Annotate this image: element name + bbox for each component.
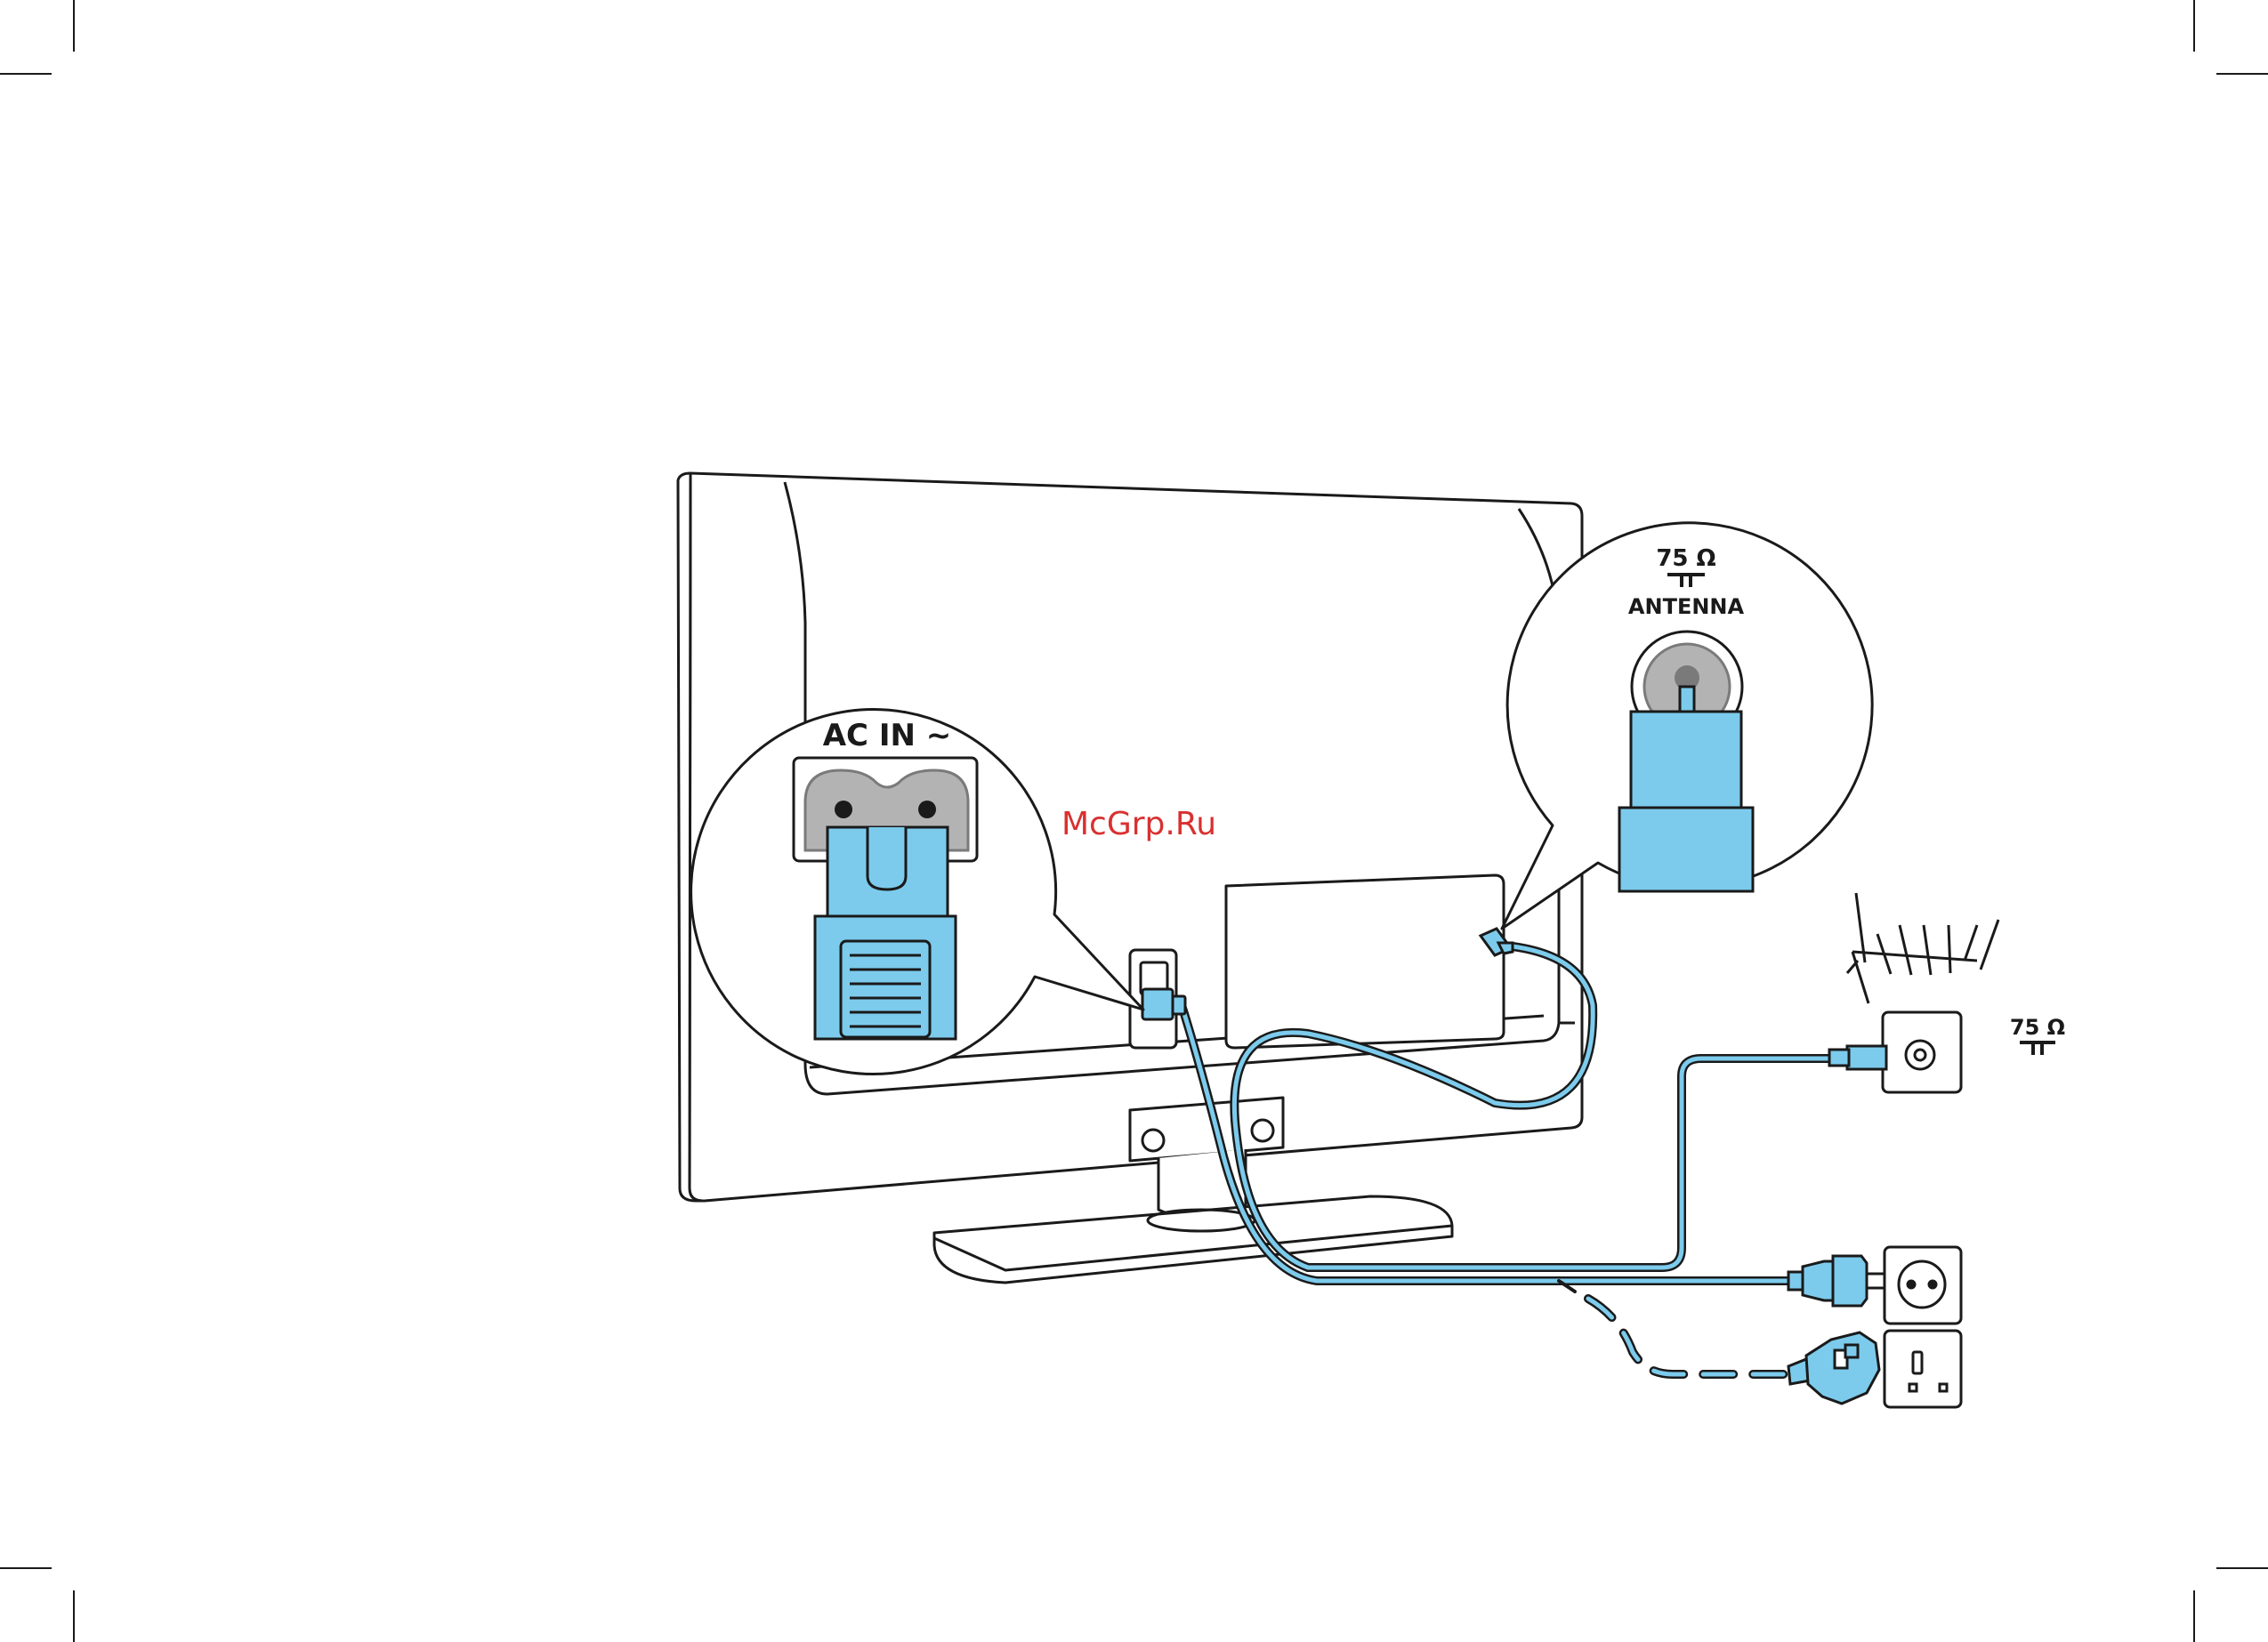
wall-antenna-socket	[1829, 1012, 1961, 1092]
watermark: McGrp.Ru	[1061, 806, 1216, 842]
coax-symbol-icon-wall	[2020, 1042, 2055, 1055]
ac-in-label: AC IN ~	[823, 718, 952, 753]
euro-plug-icon	[1788, 1256, 1885, 1306]
antenna-zoom-bubble: 75 Ω ANTENNA	[1502, 523, 1872, 929]
ac-socket-pin-left	[835, 801, 852, 818]
wall-impedance-group: 75 Ω	[2010, 1015, 2065, 1055]
tv-back-box	[1226, 875, 1504, 1048]
wall-impedance-label: 75 Ω	[2010, 1015, 2065, 1040]
ac-plug-grip	[841, 941, 930, 1037]
antenna-label: ANTENNA	[1628, 594, 1745, 619]
antenna-impedance-label: 75 Ω	[1656, 545, 1715, 572]
uk-wall-socket	[1885, 1331, 1961, 1407]
uk-plug-icon	[1788, 1332, 1879, 1404]
uk-cable-outline	[1588, 1299, 1788, 1374]
euro-wall-socket	[1885, 1247, 1961, 1324]
coax-plug-body	[1619, 808, 1753, 891]
ac-socket-pin-right	[918, 801, 936, 818]
coax-plug-head	[1631, 712, 1741, 809]
antenna-aerial-icon	[1847, 893, 1998, 1003]
uk-cable-dashed	[1588, 1299, 1788, 1374]
